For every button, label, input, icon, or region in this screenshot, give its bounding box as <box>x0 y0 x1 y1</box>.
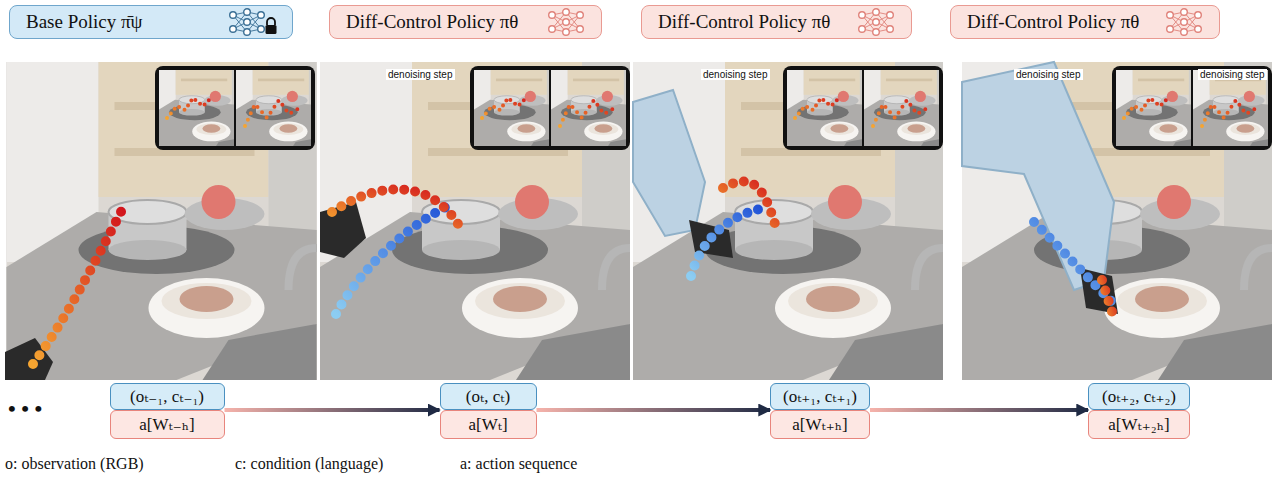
box-text: (oₜ₊₂, cₜ₊₂) <box>1102 386 1176 407</box>
box-text: a[Wₜ] <box>468 414 507 435</box>
base-policy-box: Base Policy π̄ψ <box>9 5 293 39</box>
ellipsis-mark: • • • <box>8 396 42 422</box>
policy-box: Diff-Control Policy πθ <box>329 5 602 39</box>
legend-entry: o: observation (RGB) <box>5 455 144 473</box>
action-box: a[Wₜ₊ₕ] <box>770 410 870 439</box>
box-text: a[Wₜ₊ₕ] <box>792 414 847 435</box>
inset-label: denoising step <box>701 69 770 80</box>
legend-text: o: observation (RGB) <box>5 455 144 473</box>
observation-box: (oₜ₋₁, cₜ₋₁) <box>110 383 225 410</box>
legend-entry: c: condition (language) <box>235 455 383 473</box>
scene-photo <box>320 50 640 380</box>
action-box: a[Wₜ] <box>440 410 537 439</box>
box-text: Base Policy π̄ψ <box>26 11 142 33</box>
legend-text: a: action sequence <box>460 455 577 473</box>
network-icon <box>1161 8 1207 36</box>
inset-label: denoising step <box>1014 69 1083 80</box>
scene-photo <box>962 50 1281 380</box>
scene-photo <box>5 50 325 380</box>
policy-box: Diff-Control Policy πθ <box>641 5 912 39</box>
box-text: a[Wₜ₋ₕ] <box>139 414 194 435</box>
box-text: (oₜ₊₁, cₜ₊₁) <box>783 386 857 407</box>
policy-box: Diff-Control Policy πθ <box>950 5 1220 39</box>
network-icon <box>543 8 589 36</box>
flow-arrow <box>225 408 440 412</box>
observation-box: (oₜ₊₁, cₜ₊₁) <box>770 383 870 410</box>
scene-photo <box>633 50 953 380</box>
action-box: a[Wₜ₋ₕ] <box>110 410 225 439</box>
inset-label: denoising step <box>386 69 455 80</box>
box-text: Diff-Control Policy πθ <box>658 11 830 33</box>
observation-box: (oₜ, cₜ) <box>440 383 537 410</box>
network-icon <box>224 8 280 36</box>
inset-label: denoising step <box>1198 69 1267 80</box>
legend-text: c: condition (language) <box>235 455 383 473</box>
network-icon <box>853 8 899 36</box>
flow-arrow <box>870 408 1088 412</box>
box-text: (oₜ₋₁, cₜ₋₁) <box>130 386 204 407</box>
observation-box: (oₜ₊₂, cₜ₊₂) <box>1088 383 1190 410</box>
flow-arrow <box>537 408 771 412</box>
action-box: a[Wₜ₊₂ₕ] <box>1088 410 1190 439</box>
box-text: (oₜ, cₜ) <box>466 386 510 407</box>
box-text: a[Wₜ₊₂ₕ] <box>1108 414 1169 435</box>
box-text: Diff-Control Policy πθ <box>346 11 518 33</box>
legend-entry: a: action sequence <box>460 455 577 473</box>
box-text: Diff-Control Policy πθ <box>967 11 1139 33</box>
